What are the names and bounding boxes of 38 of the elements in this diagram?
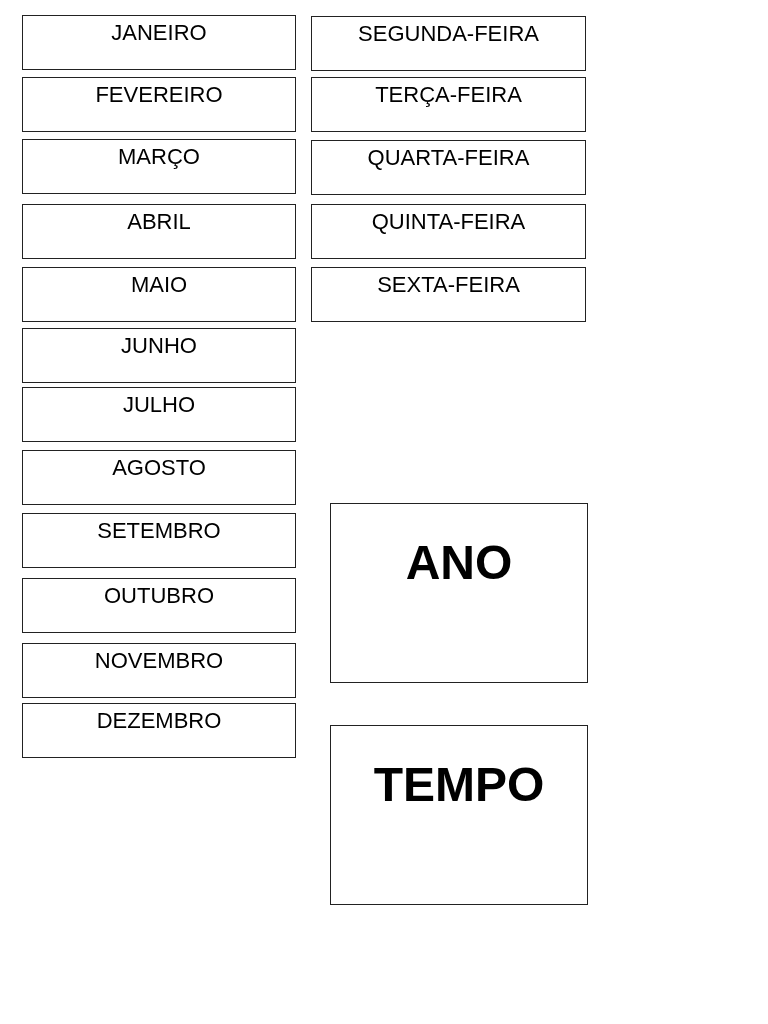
label-card xyxy=(311,77,586,132)
card-label: DEZEMBRO xyxy=(96,708,222,735)
label-card xyxy=(22,450,296,505)
card-label: AGOSTO xyxy=(112,455,206,482)
label-card xyxy=(22,703,296,758)
label-card xyxy=(311,140,586,195)
card-label: NOVEMBRO xyxy=(94,648,224,675)
label-card xyxy=(22,643,296,698)
label-card xyxy=(22,204,296,259)
label-card xyxy=(22,513,296,568)
label-card xyxy=(311,16,586,71)
card-label: JULHO xyxy=(122,392,196,419)
card-label: TERÇA-FEIRA xyxy=(375,82,522,109)
label-card xyxy=(22,387,296,442)
card-label: ANO xyxy=(405,535,513,591)
card-label: MAIO xyxy=(130,272,188,299)
label-card xyxy=(311,204,586,259)
card-label: JUNHO xyxy=(121,333,197,360)
label-card xyxy=(22,328,296,383)
card-label: OUTUBRO xyxy=(104,583,214,610)
card-label: TEMPO xyxy=(373,757,545,813)
card-label: ABRIL xyxy=(127,209,191,236)
label-card xyxy=(22,15,296,70)
title-card xyxy=(330,503,588,683)
card-label: SEGUNDA-FEIRA xyxy=(358,21,539,48)
card-label: QUARTA-FEIRA xyxy=(367,145,530,172)
label-card xyxy=(311,267,586,322)
title-card xyxy=(330,725,588,905)
card-label: SEXTA-FEIRA xyxy=(377,272,520,299)
label-card xyxy=(22,267,296,322)
card-label: SETEMBRO xyxy=(97,518,221,545)
label-card xyxy=(22,139,296,194)
card-label: MARÇO xyxy=(118,144,200,171)
label-card xyxy=(22,77,296,132)
card-label: JANEIRO xyxy=(111,20,207,47)
label-card xyxy=(22,578,296,633)
card-label: FEVEREIRO xyxy=(95,82,223,109)
card-label: QUINTA-FEIRA xyxy=(371,209,526,236)
